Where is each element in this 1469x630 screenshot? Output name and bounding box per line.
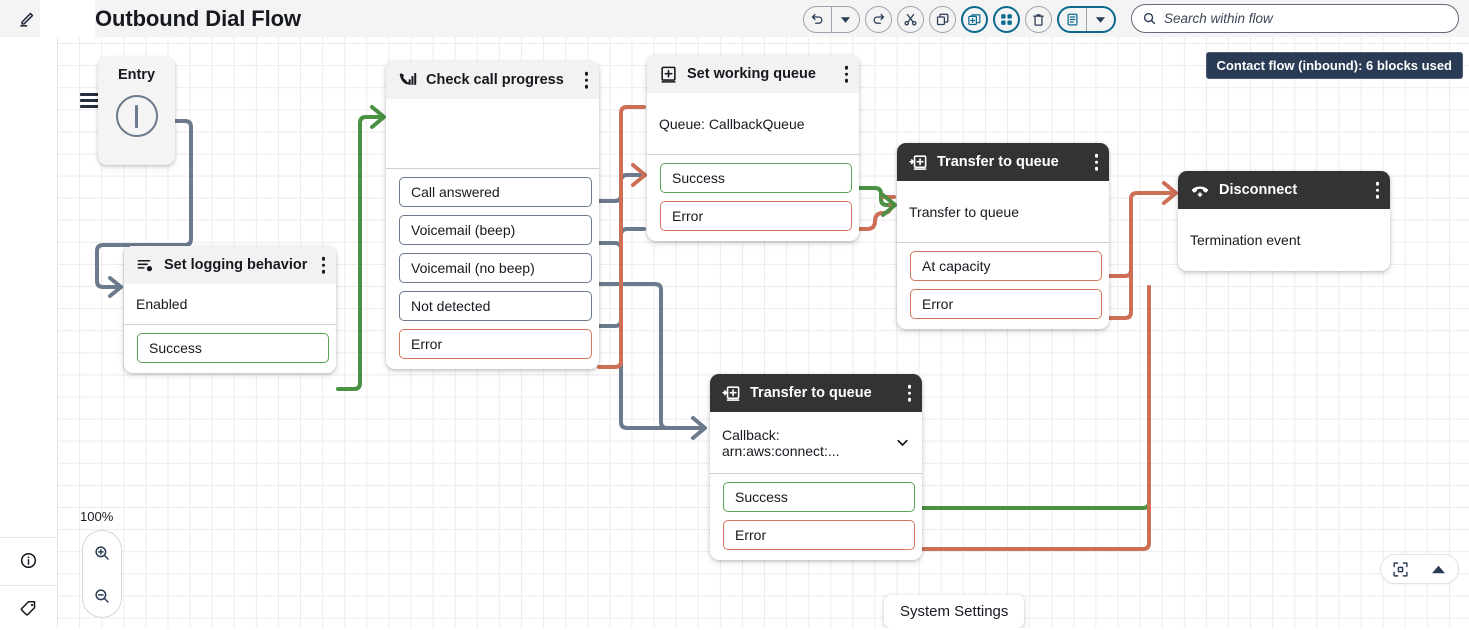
properties-dropdown-button[interactable] [1087,8,1114,31]
block-body: Callback: arn:aws:connect:... [710,412,922,474]
block-menu-button[interactable] [584,71,588,89]
block-disconnect[interactable]: Disconnect Termination event [1178,171,1390,271]
undo-group [803,5,860,33]
undo-dropdown-button[interactable] [832,7,859,32]
block-check-call-progress[interactable]: Check call progress Call answered Voicem… [386,61,599,369]
port-success[interactable]: Success [723,482,915,512]
block-header: Transfer to queue [710,374,922,412]
block-title: Transfer to queue [750,384,872,401]
block-ports: At capacity Error [897,243,1109,329]
block-menu-button[interactable] [321,256,325,274]
block-header: Disconnect [1178,171,1390,209]
left-sidebar [0,37,58,628]
port-voicemail-no-beep[interactable]: Voicemail (no beep) [399,253,592,283]
triangle-up-icon[interactable] [1424,556,1454,582]
search-input[interactable] [1164,11,1448,26]
entry-label: Entry [117,67,156,83]
properties-button[interactable] [1059,8,1086,31]
system-settings-tooltip: System Settings [884,595,1025,628]
hamburger-menu-icon[interactable] [80,89,102,111]
port-call-answered[interactable]: Call answered [399,177,592,207]
port-error[interactable]: Error [723,520,915,550]
port-not-detected[interactable]: Not detected [399,291,592,321]
block-ports: Success [124,325,336,373]
block-title: Check call progress [426,71,564,88]
port-at-capacity[interactable]: At capacity [910,251,1102,281]
block-title: Disconnect [1219,181,1298,198]
toolbar-divider [1086,7,1087,31]
grid-layout-button[interactable] [993,5,1020,33]
block-transfer-to-queue-2[interactable]: Transfer to queue Callback: arn:aws:conn… [710,374,922,560]
block-set-working-queue[interactable]: Set working queue Queue: CallbackQueue S… [647,55,859,241]
zoom-out-icon[interactable] [87,581,117,611]
port-error[interactable]: Error [910,289,1102,319]
block-title: Set logging behavior [164,256,308,273]
undo-button[interactable] [804,7,831,32]
title-tab [40,0,95,37]
properties-group [1057,5,1116,33]
callback-value: Callback: arn:aws:connect:... [722,426,840,459]
block-ports: Success Error [647,155,859,241]
cut-button[interactable] [897,5,924,33]
block-body: Enabled [124,284,336,325]
redo-button[interactable] [865,5,892,33]
entry-circle-icon [115,95,158,137]
call-progress-icon [398,71,417,90]
editor-toolbar [803,5,1116,33]
top-toolbar: Outbound Dial Flow [0,0,1469,37]
search-icon [1142,11,1157,26]
block-menu-button[interactable] [907,384,911,402]
copy-button[interactable] [929,5,956,33]
status-badge: Contact flow (inbound): 6 blocks used [1205,52,1463,79]
flow-canvas[interactable]: Entry Set logging behavior Enabled Succe… [58,37,1469,628]
delete-button[interactable] [1025,5,1052,33]
block-set-logging-behavior[interactable]: Set logging behavior Enabled Success [124,246,336,373]
block-menu-button[interactable] [1094,153,1098,171]
port-voicemail-beep[interactable]: Voicemail (beep) [399,215,592,245]
zoom-in-icon[interactable] [87,538,117,568]
block-body: Transfer to queue [897,181,1109,243]
block-menu-button[interactable] [1375,181,1379,199]
block-body: Termination event [1190,232,1301,248]
flow-connectors [95,105,1178,551]
block-menu-button[interactable] [844,65,848,83]
block-body: Queue: CallbackQueue [647,93,859,155]
port-error[interactable]: Error [399,329,592,359]
block-header: Transfer to queue [897,143,1109,181]
block-header: Check call progress [386,61,599,99]
sidebar-info-button[interactable] [0,537,57,582]
set-working-queue-icon [659,65,678,84]
port-success[interactable]: Success [660,163,852,193]
canvas-view-controls [1380,554,1459,584]
paste-button[interactable] [961,5,988,33]
block-header: Set logging behavior [124,246,336,284]
block-transfer-to-queue-1[interactable]: Transfer to queue Transfer to queue At c… [897,143,1109,329]
port-success[interactable]: Success [137,333,329,363]
tag-icon [19,598,39,618]
zoom-level-label: 100% [80,509,114,524]
block-ports: Success Error [710,474,922,560]
set-logging-behavior-icon [136,256,155,275]
block-title: Set working queue [687,65,816,82]
port-error[interactable]: Error [660,201,852,231]
sidebar-tag-button[interactable] [0,585,57,630]
block-header: Set working queue [647,55,859,93]
block-title: Transfer to queue [937,153,1059,170]
toolbar-divider [831,6,832,32]
transfer-to-queue-icon [909,153,928,172]
pencil-edit-icon[interactable] [12,6,40,32]
fit-to-screen-icon[interactable] [1385,556,1415,582]
transfer-to-queue-icon [722,384,741,403]
zoom-controls [82,530,122,618]
chevron-down-icon[interactable] [895,435,910,450]
block-body [386,99,599,169]
page-title: Outbound Dial Flow [95,6,301,31]
block-ports: Call answered Voicemail (beep) Voicemail… [386,169,599,369]
info-circle-icon [19,551,38,570]
disconnect-phone-icon [1190,180,1210,200]
search-box[interactable] [1131,4,1459,33]
block-entry[interactable]: Entry [98,57,175,165]
